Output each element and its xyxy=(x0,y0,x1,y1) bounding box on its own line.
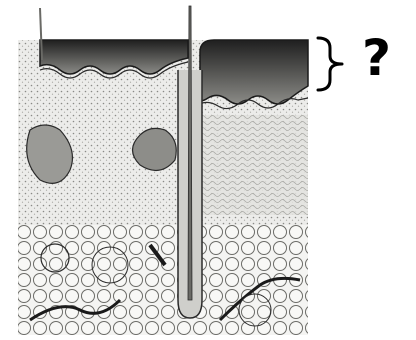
sweat-gland-coil xyxy=(239,294,271,326)
sweat-gland-coil xyxy=(92,247,128,283)
tissue-block xyxy=(18,6,308,335)
reticular-dermis-fibers xyxy=(200,115,308,215)
epidermis-right xyxy=(200,40,308,104)
question-mark-label: ? xyxy=(362,28,391,88)
sweat-gland-coil xyxy=(41,244,69,272)
hair-shaft xyxy=(188,6,192,300)
curly-bracket-right-icon xyxy=(318,38,342,90)
